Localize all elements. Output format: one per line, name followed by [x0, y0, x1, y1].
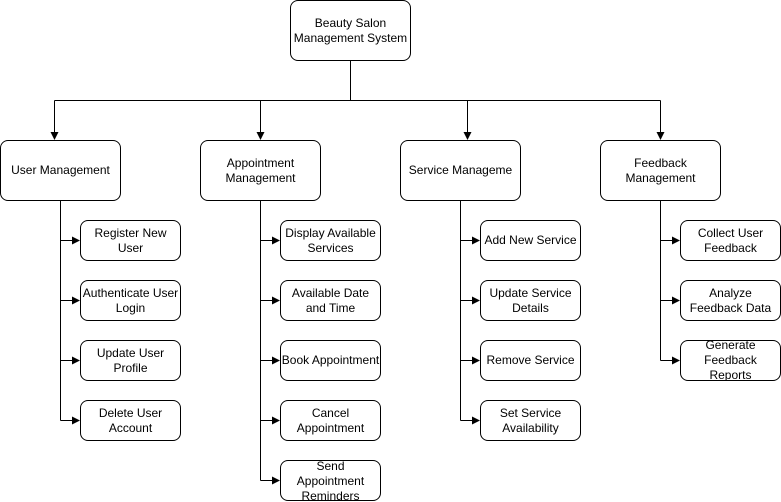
leaf-node-label: Generate Feedback Reports: [704, 340, 757, 381]
leaf-node-update-user-profile: Update User Profile: [80, 340, 181, 381]
leaf-node-label: Update Service Details: [489, 285, 572, 315]
leaf-node-available-date-and-time: Available Date and Time: [280, 280, 381, 321]
leaf-node-collect-user-feedback: Collect User Feedback: [680, 220, 781, 261]
leaf-node-label: Add New Service: [484, 233, 577, 247]
leaf-node-book-appointment: Book Appointment: [280, 340, 381, 381]
leaf-node-label: Display Available Services: [285, 225, 376, 255]
branch-node-label: User Management: [11, 163, 110, 177]
branch-node-label: Appointment Management: [225, 155, 296, 185]
branch-node-appointment-management: Appointment Management: [200, 140, 321, 201]
branch-node-label: Service Manageme: [408, 163, 513, 177]
leaf-node-analyze-feedback-data: Analyze Feedback Data: [680, 280, 781, 321]
leaf-node-label: Delete User Account: [98, 405, 163, 435]
leaf-node-authenticate-user-login: Authenticate User Login: [80, 280, 181, 321]
leaf-node-display-available-services: Display Available Services: [280, 220, 381, 261]
branch-node-feedback-management: Feedback Management: [600, 140, 721, 201]
leaf-node-label: Book Appointment: [281, 353, 380, 367]
leaf-node-send-appointment-reminders: Send Appointment Reminders: [280, 460, 381, 501]
root-node: Beauty Salon Management System: [290, 0, 411, 61]
leaf-node-label: Send Appointment Reminders: [296, 460, 365, 501]
leaf-node-label: Collect User Feedback: [697, 225, 764, 255]
leaf-node-label: Authenticate User Login: [82, 285, 179, 315]
leaf-node-delete-user-account: Delete User Account: [80, 400, 181, 441]
leaf-node-generate-feedback-reports: Generate Feedback Reports: [680, 340, 781, 381]
leaf-node-add-new-service: Add New Service: [480, 220, 581, 261]
leaf-node-label: Update User Profile: [96, 345, 165, 375]
leaf-node-cancel-appointment: Cancel Appointment: [280, 400, 381, 441]
leaf-node-label: Set Service Availability: [499, 405, 562, 435]
leaf-node-register-new-user: Register New User: [80, 220, 181, 261]
leaf-node-set-service-availability: Set Service Availability: [480, 400, 581, 441]
leaf-node-remove-service: Remove Service: [480, 340, 581, 381]
leaf-node-label: Available Date and Time: [291, 285, 370, 315]
root-node-label: Beauty Salon Management System: [293, 15, 408, 45]
leaf-node-label: Analyze Feedback Data: [689, 285, 772, 315]
leaf-node-label: Remove Service: [486, 353, 575, 367]
leaf-node-label: Register New User: [94, 225, 167, 255]
leaf-node-update-service-details: Update Service Details: [480, 280, 581, 321]
branch-node-service-management: Service Manageme: [400, 140, 521, 201]
leaf-node-label: Cancel Appointment: [296, 405, 365, 435]
branch-node-label: Feedback Management: [625, 155, 696, 185]
branch-node-user-management: User Management: [0, 140, 121, 201]
